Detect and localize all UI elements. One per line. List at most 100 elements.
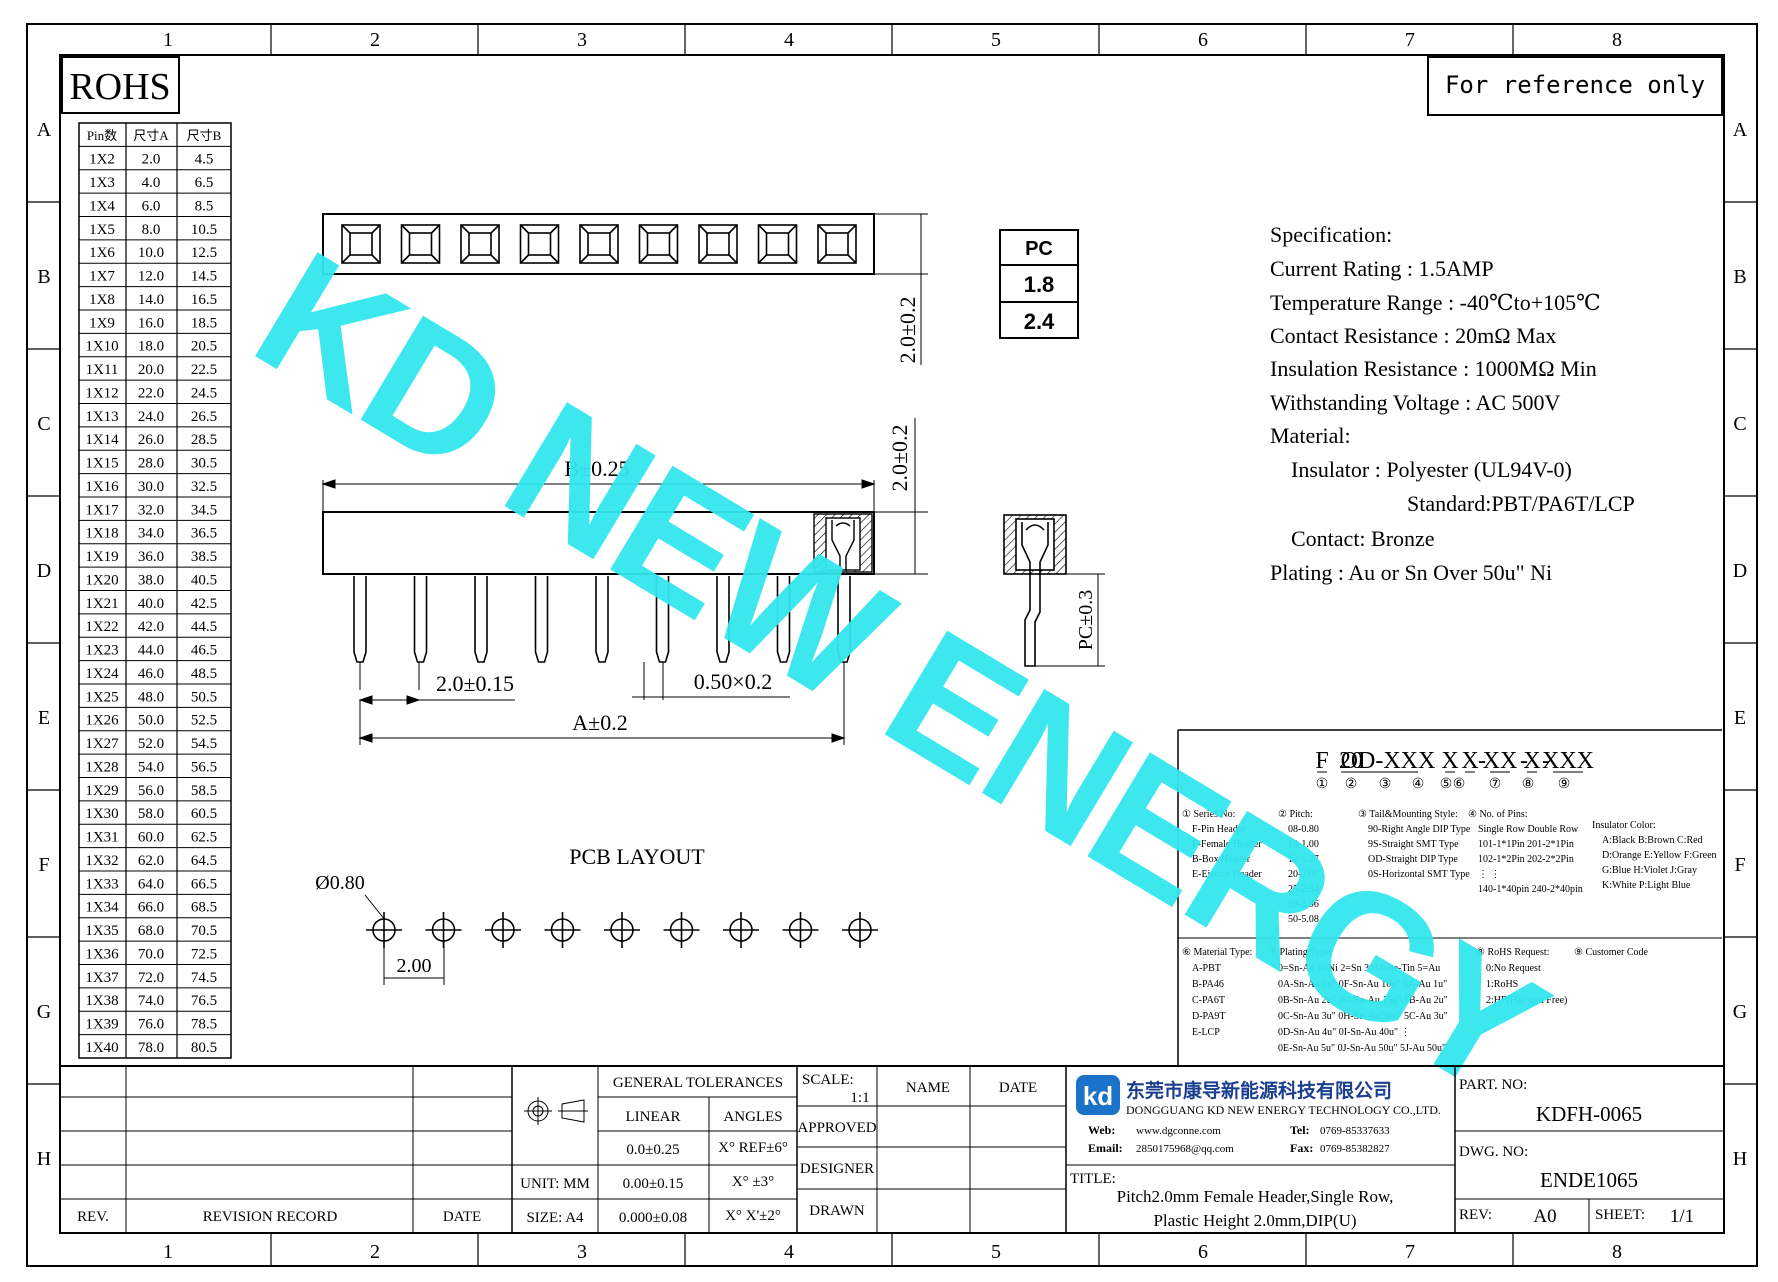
revision-date-label: DATE [443,1209,481,1225]
title-block-text: REV. REVISION RECORD DATE GENERAL TOLERA… [77,1072,1694,1230]
cavity-inner [706,232,730,256]
pin-table-size-a-9: 18.0 [138,339,164,355]
legend-plating-line: 0=Sn-Au 1=Ni 2=Sn 3=Matte-Tin 5=Au [1278,963,1440,974]
legend-tail: ③ Tail&Mounting Style:90-Right Angle DIP… [1358,809,1471,880]
pin-table-size-b-38: 78.5 [191,1017,217,1033]
pin-table-size-a-1: 2.0 [142,152,161,168]
pin [776,576,791,663]
pin-table-size-b-28: 58.5 [191,783,217,799]
reference-note: For reference only [1445,71,1705,99]
legend-plating-line: 0B-Sn-Au 2u" 0G-Sn-Au 15u" 5B-Au 2u" [1278,995,1448,1006]
legend-material-line: E-LCP [1192,1027,1220,1038]
cavity-outer [341,224,381,264]
zone-col-6-bottom: 6 [1198,1241,1208,1263]
zone-dividers [27,24,1757,1266]
scale-label: SCALE: [802,1072,854,1088]
company-name-en: DONGGUANG KD NEW ENERGY TECHNOLOGY CO.,L… [1126,1103,1441,1117]
legend-color-line: A:Black B:Brown C:Red [1602,835,1703,846]
pin-table-pin-count-35: 1X36 [85,946,119,962]
cavity-inner [468,232,492,256]
pc-table: PC 1.8 2.4 [999,229,1079,339]
pin-table-size-a-21: 42.0 [138,619,164,635]
pin-table-pin-count-25: 1X26 [85,713,119,729]
pin-table-pin-count-6: 1X7 [89,269,115,285]
web-label: Web: [1088,1123,1115,1137]
legend-pins-line: ④ No. of Pins: [1468,809,1528,820]
pin-table-size-a-33: 66.0 [138,900,164,916]
legend-material-line: ⑥ Material Type: [1182,947,1252,958]
pcb-layout [364,894,878,985]
part-code-segment: XX [1483,748,1518,774]
title-line-1: Pitch2.0mm Female Header,Single Row, [1117,1187,1394,1206]
legend-pins-line: 101-1*1Pin 201-2*1Pin [1478,839,1574,850]
spec-contact: Contact: Bronze [1291,526,1435,551]
part-code-marker: ⑨ [1558,777,1571,792]
spec-current-rating: Current Rating : 1.5AMP [1270,256,1494,281]
pin-table-pin-count-32: 1X33 [85,876,118,892]
pin-table-pin-count-24: 1X25 [85,689,118,705]
legend-color-line: Insulator Color: [1592,820,1656,831]
pin-table-size-b-26: 54.5 [191,736,217,752]
pin-table-size-b-29: 60.5 [191,806,217,822]
part-code-segment: X [1441,748,1458,774]
pin-table-pin-count-23: 1X24 [85,666,119,682]
zone-row-c-left: C [37,413,50,435]
pin-table-size-a-37: 74.0 [138,993,164,1009]
pin-table-size-a-25: 50.0 [138,713,164,729]
rohs-label: ROHS [69,66,170,108]
pin-table-size-b-21: 44.5 [191,619,217,635]
part-code-segment: F [1315,748,1328,774]
pin-table-size-a-7: 14.0 [138,292,164,308]
zone-col-2-top: 2 [370,29,380,51]
part-code-marker: ② [1345,777,1358,792]
pcb-hole-diameter: Ø0.80 [315,872,364,894]
pin-table-size-a-29: 58.0 [138,806,164,822]
pin-table-size-a-27: 54.0 [138,759,164,775]
legend-rohs-line: ⑧ RoHS Request: [1476,947,1549,958]
legend-tail-line: 9S-Straight SMT Type [1368,839,1459,850]
pin-table-size-b-32: 66.5 [191,876,217,892]
pin-table-pin-count-11: 1X12 [85,385,118,401]
pin-table-size-b-24: 50.5 [191,689,217,705]
pin-table-size-a-8: 16.0 [138,315,164,331]
scale-value: 1:1 [850,1090,869,1106]
pin-table-size-a-24: 48.0 [138,689,164,705]
title-label: TITLE: [1070,1171,1116,1187]
tol-linear-2: 0.00±0.15 [623,1176,684,1192]
pin-table-size-a-23: 46.0 [138,666,164,682]
pin-table-pin-count-10: 1X11 [86,362,119,378]
pin-table-size-b-23: 48.5 [191,666,217,682]
legend-plating-line: 0E-Sn-Au 5u" 0J-Sn-Au 50u" 5J-Au 50u" [1278,1043,1446,1054]
pin-table-pin-count-37: 1X38 [85,993,118,1009]
pin-table-size-a-26: 52.0 [138,736,164,752]
pin-table-size-b-31: 64.5 [191,853,217,869]
zone-col-4-bottom: 4 [784,1241,794,1263]
pin-table-size-a-18: 36.0 [138,549,164,565]
pin-table-size-a-10: 20.0 [138,362,164,378]
pin-table-size-b-14: 30.5 [191,456,217,472]
legend-pins: ④ No. of Pins:Single Row Double Row101-1… [1468,809,1583,895]
pin-table-size-b-35: 72.5 [191,946,217,962]
legend-tail-line: 90-Right Angle DIP Type [1368,824,1471,835]
cavity-inner [825,232,849,256]
date-label: DATE [999,1080,1037,1096]
pin-table-size-a-3: 6.0 [142,198,161,214]
zone-col-7-top: 7 [1405,29,1415,51]
pin-table-size-a-32: 64.0 [138,876,164,892]
spec-material: Material: [1270,423,1351,448]
part-code-segment: X [1523,748,1540,774]
pin-table-pin-count-30: 1X31 [85,830,118,846]
pcb-pitch: 2.00 [397,955,432,977]
legend-series-line: F-Female Header [1192,839,1262,850]
pin-table-size-a-39: 78.0 [138,1040,164,1056]
pin-table-pin-count-12: 1X13 [85,409,118,425]
zone-row-g-right: G [1733,1001,1747,1023]
zone-col-6-top: 6 [1198,29,1208,51]
tol-angle-2: X° ±3° [732,1174,774,1190]
legend-series-line: B-Box Header [1192,854,1251,865]
spec-heading: Specification: [1270,222,1392,247]
legend-plating-line: ⑦ Plating Type: [1268,947,1333,958]
pin-table-size-b-13: 28.5 [191,432,217,448]
pin-table-pin-count-36: 1X37 [85,970,119,986]
